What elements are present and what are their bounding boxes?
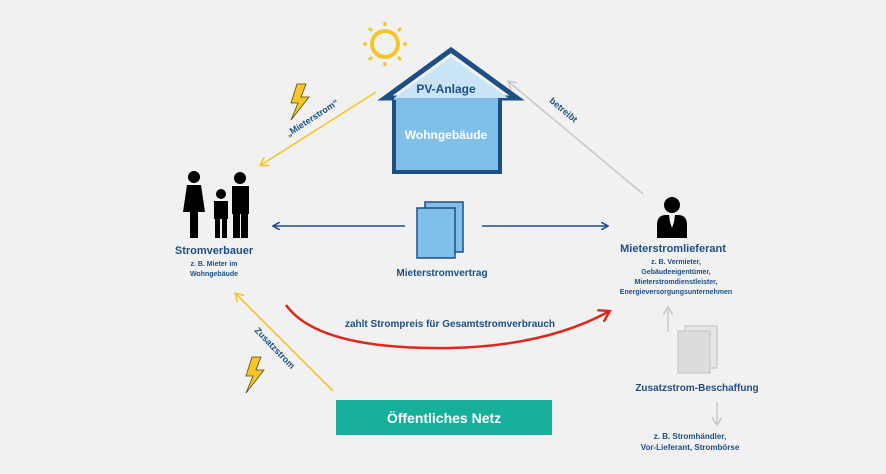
procurement-sources: z. B. Stromhändler, Vor-Lieferant, Strom… bbox=[640, 432, 740, 452]
family-icon bbox=[183, 171, 249, 238]
mieterstrom-arrow bbox=[261, 91, 377, 165]
zusatzstrom-arrow bbox=[236, 294, 334, 392]
mieterstromlieferant-title: Mieterstromlieferant bbox=[620, 243, 726, 255]
procurement-document-icon bbox=[677, 325, 718, 374]
oeffentliches-netz-box: Öffentliches Netz bbox=[336, 400, 552, 435]
stromverbauer-title: Stromverbauer bbox=[174, 245, 254, 257]
payment-arrow bbox=[284, 304, 608, 350]
betreibt-arrow bbox=[509, 82, 644, 195]
contract-document-icon bbox=[416, 201, 464, 259]
wohngebaeude-label: Wohngebäude bbox=[404, 128, 488, 142]
lightning-bolt-icon bbox=[245, 356, 265, 394]
mieterstromvertrag-label: Mieterstromvertrag bbox=[396, 268, 488, 279]
sun-icon bbox=[363, 22, 407, 66]
payment-label: zahlt Strompreis für Gesamtstromverbrauc… bbox=[344, 319, 556, 330]
pv-anlage-label: PV-Anlage bbox=[416, 82, 476, 96]
stromverbauer-subtitle: z. B. Mieter im Wohngebäude bbox=[189, 261, 239, 278]
zusatzstrom-beschaffung-title: Zusatzstrom-Beschaffung bbox=[635, 383, 759, 394]
mieterstromlieferant-subtitle: z. B. Vermieter, Gebäudeeigentümer, Miet… bbox=[619, 259, 733, 296]
house-icon bbox=[377, 46, 525, 174]
oeffentliches-netz-label: Öffentliches Netz bbox=[386, 409, 502, 426]
lightning-bolt-icon bbox=[290, 83, 310, 121]
person-icon bbox=[657, 197, 687, 238]
